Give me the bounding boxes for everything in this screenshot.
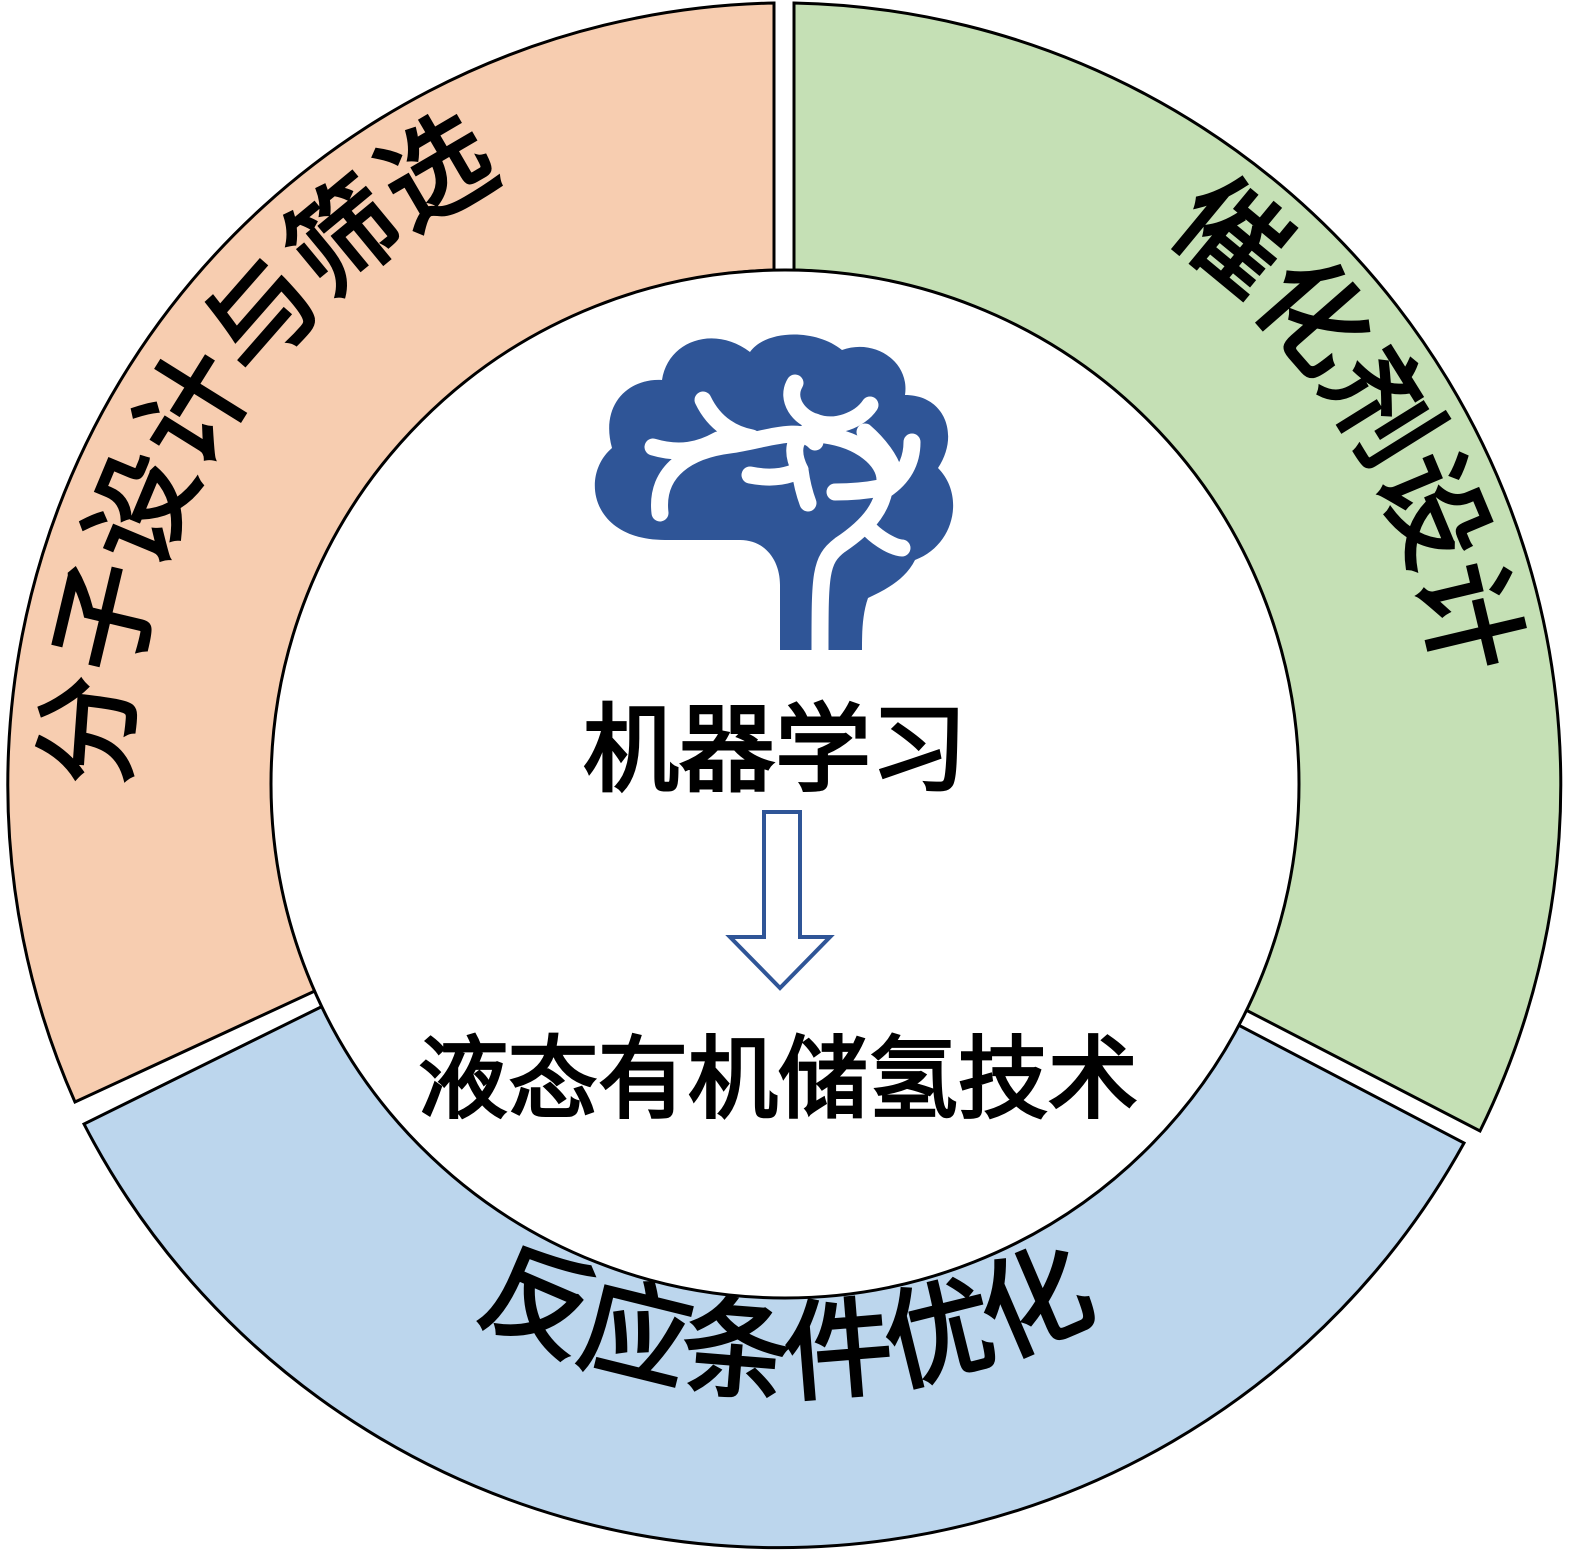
- center-title: 机器学习: [583, 694, 967, 806]
- brain-icon: [594, 334, 954, 659]
- down-arrow-icon: [725, 810, 835, 991]
- inner-circle: [269, 268, 1301, 1300]
- center-subtitle: 液态有机储氢技术: [418, 1027, 1138, 1132]
